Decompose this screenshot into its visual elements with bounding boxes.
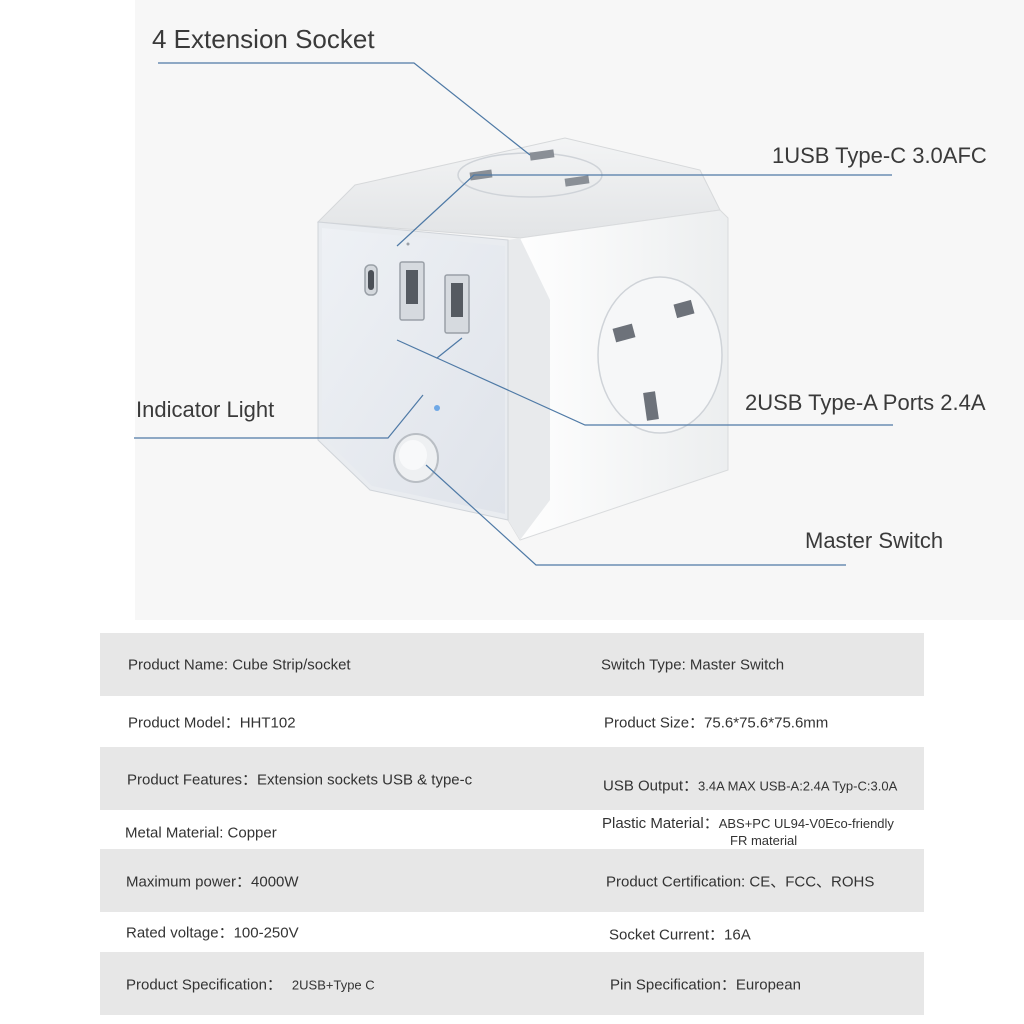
spec-right-value-2: FR material bbox=[730, 832, 798, 848]
product-illustration bbox=[134, 62, 893, 566]
master-switch-button bbox=[393, 433, 439, 483]
usb-ports bbox=[364, 242, 470, 334]
spec-right-label: USB Output： bbox=[603, 777, 699, 795]
spec-left: Product Features：Extension sockets USB &… bbox=[127, 771, 473, 788]
cube-socket bbox=[316, 137, 729, 541]
callout-usb-c: 1USB Type-C 3.0AFC bbox=[772, 143, 987, 168]
spec-right: Pin Specification：European bbox=[610, 976, 801, 993]
callout-usb-a: 2USB Type-A Ports 2.4A bbox=[745, 390, 986, 415]
spec-right: Product Size：75.6*75.6*75.6mm bbox=[604, 714, 829, 731]
spec-left: Product Name: Cube Strip/socket bbox=[128, 656, 351, 673]
spec-left: Product Specification： 2USB+Type C bbox=[126, 973, 375, 994]
spec-row: Metal Material: Copper Plastic Material：… bbox=[100, 810, 924, 849]
spec-left: Maximum power：4000W bbox=[126, 873, 299, 890]
spec-row: Product Model：HHT102 Product Size：75.6*7… bbox=[100, 696, 924, 747]
spec-right: Product Certification: CE、FCC、ROHS bbox=[606, 873, 875, 890]
spec-row: Product Name: Cube Strip/socket Switch T… bbox=[100, 633, 924, 696]
spec-table: Product Name: Cube Strip/socket Switch T… bbox=[100, 633, 924, 1015]
spec-row: Rated voltage：100-250V Socket Current：16… bbox=[100, 912, 924, 952]
spec-right: Plastic Material：ABS+PC UL94-V0Eco-frien… bbox=[602, 812, 894, 848]
callout-extension-socket: 4 Extension Socket bbox=[152, 24, 375, 54]
spec-left: Metal Material: Copper bbox=[125, 824, 277, 842]
callout-master-switch: Master Switch bbox=[805, 528, 944, 553]
spec-right-value: 3.4A MAX USB-A:2.4A Typ-C:3.0A bbox=[698, 778, 898, 794]
spec-right: Switch Type: Master Switch bbox=[601, 656, 785, 673]
spec-left: Rated voltage：100-250V bbox=[126, 924, 299, 942]
side-socket bbox=[597, 276, 723, 434]
spec-right: USB Output：3.4A MAX USB-A:2.4A Typ-C:3.0… bbox=[603, 774, 897, 795]
spec-right-value: ABS+PC UL94-V0Eco-friendly bbox=[718, 815, 894, 831]
spec-row: Maximum power：4000W Product Certificatio… bbox=[100, 849, 924, 912]
spec-left: Product Model：HHT102 bbox=[128, 714, 296, 731]
spec-right-label: Plastic Material： bbox=[602, 814, 719, 832]
indicator-light-dot bbox=[434, 405, 440, 411]
spec-right: Socket Current：16A bbox=[609, 926, 751, 944]
spec-left-value: 2USB+Type C bbox=[291, 977, 375, 992]
callout-indicator-light: Indicator Light bbox=[136, 397, 275, 422]
callout-lines bbox=[134, 62, 893, 566]
spec-row: Product Features：Extension sockets USB &… bbox=[100, 747, 924, 810]
spec-row: Product Specification： 2USB+Type C Pin Sp… bbox=[100, 952, 924, 1015]
spec-left-label: Product Specification： bbox=[126, 976, 282, 993]
